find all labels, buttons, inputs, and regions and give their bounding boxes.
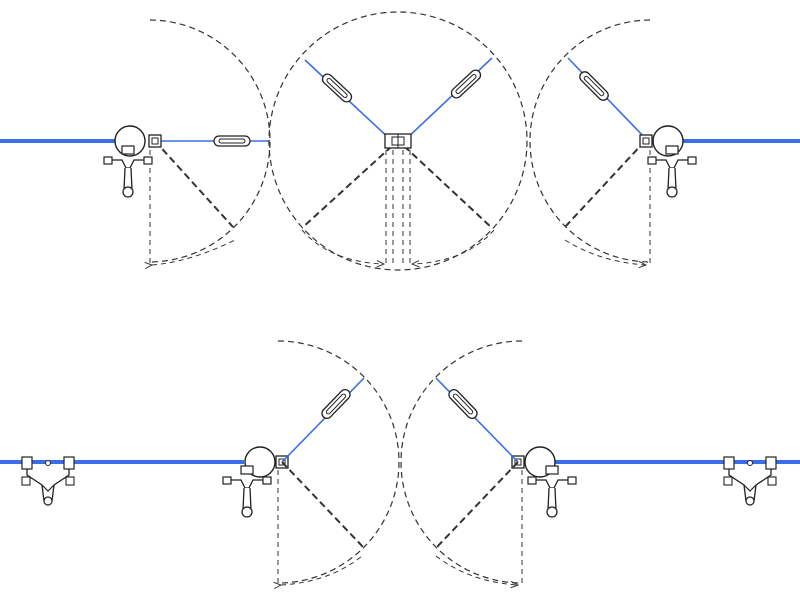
swing-arrow-4	[564, 239, 646, 265]
patch-fitting-3	[639, 134, 653, 148]
door-handle-2	[319, 71, 355, 105]
swing-open-4	[564, 140, 646, 228]
patch-fitting-center	[384, 133, 412, 149]
door-handle-3	[448, 67, 484, 101]
swing-open-bottom-right	[435, 461, 519, 549]
swing-open-1	[154, 140, 234, 228]
door-leaf-bottom-right	[435, 377, 519, 463]
spider-fitting-far-right	[723, 456, 777, 506]
swing-arc-bottom-left	[277, 340, 400, 584]
spider-bracket-left	[103, 145, 153, 198]
spider-bracket-right	[647, 145, 697, 198]
swing-arrow-1	[152, 239, 236, 265]
swing-circle-center	[268, 11, 528, 271]
spider-fitting-far-left	[21, 456, 75, 506]
door-leaf-4	[567, 57, 649, 142]
swing-open-3	[403, 145, 493, 229]
door-leaf-3	[403, 57, 493, 142]
patch-fitting-1	[148, 134, 162, 148]
door-handle-bottom-right	[446, 386, 480, 422]
swing-arrow-bottom-left	[281, 555, 363, 585]
swing-arrow-2	[301, 229, 384, 264]
door-handle-4	[577, 69, 611, 103]
door-handle-1	[213, 135, 251, 147]
swing-arrow-3	[412, 229, 495, 264]
door-leaf-bottom-left	[281, 377, 365, 463]
door-handle-bottom-left	[319, 386, 353, 422]
swing-arc-bottom-right	[400, 340, 523, 584]
top-row	[0, 11, 800, 271]
swing-arc-4	[529, 19, 651, 263]
swing-open-bottom-left	[281, 461, 365, 549]
swing-arc-1	[149, 19, 271, 263]
swing-arrow-bottom-right	[435, 555, 518, 585]
bottom-row	[0, 340, 800, 585]
swing-open-2	[301, 145, 393, 229]
